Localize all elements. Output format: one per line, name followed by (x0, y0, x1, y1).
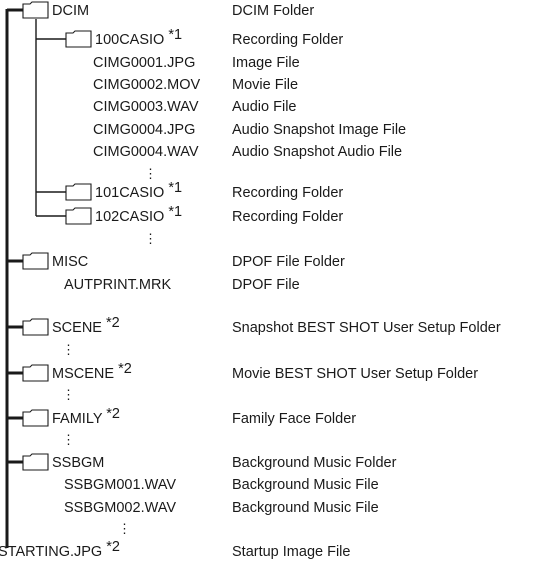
entry-description: Background Music Folder (232, 455, 397, 471)
entry-description: Movie BEST SHOT User Setup Folder (232, 366, 478, 382)
entry-name: MISC (52, 254, 88, 270)
continuation-dots-icon: ⋮ (144, 231, 157, 246)
folder-icon (22, 453, 49, 471)
entry-description: Audio Snapshot Image File (232, 122, 406, 138)
folder-icon (22, 252, 49, 270)
folder-icon (65, 183, 92, 201)
folder-icon (22, 1, 49, 19)
entry-description: Background Music File (232, 477, 379, 493)
entry-description: Audio Snapshot Audio File (232, 144, 402, 160)
entry-description: Audio File (232, 99, 296, 115)
continuation-dots-icon: ⋮ (62, 387, 75, 402)
entry-names: DCIM 100CASIO *1 CIMG0001.JPG CIMG0002.M… (0, 3, 200, 560)
entry-description: Snapshot BEST SHOT User Setup Folder (232, 320, 501, 336)
folder-icons (22, 1, 92, 471)
continuation-dots: ⋮ ⋮ ⋮ ⋮ ⋮ ⋮ (62, 166, 157, 536)
continuation-dots-icon: ⋮ (118, 521, 131, 536)
continuation-dots-icon: ⋮ (62, 432, 75, 447)
folder-icon (22, 409, 49, 427)
entry-name: 102CASIO *1 (95, 204, 182, 225)
folder-icon (65, 30, 92, 48)
entry-description: Background Music File (232, 500, 379, 516)
entry-name: MSCENE *2 (52, 361, 132, 382)
tree-connectors (5, 8, 66, 548)
entry-description: DPOF File (232, 277, 300, 293)
entry-name: CIMG0004.JPG (93, 122, 195, 138)
entry-name: 100CASIO *1 (95, 27, 182, 48)
entry-name: CIMG0004.WAV (93, 144, 199, 160)
folder-icon (22, 364, 49, 382)
folder-icon (65, 207, 92, 225)
entry-description: Family Face Folder (232, 411, 356, 427)
entry-name: CIMG0002.MOV (93, 77, 200, 93)
entry-description: Image File (232, 55, 300, 71)
entry-name: 101CASIO *1 (95, 180, 182, 201)
entry-name: AUTPRINT.MRK (64, 277, 171, 293)
entry-description: DPOF File Folder (232, 254, 345, 270)
entry-description: Recording Folder (232, 209, 343, 225)
entry-descriptions: DCIM Folder Recording Folder Image File … (232, 3, 501, 560)
entry-description: Movie File (232, 77, 298, 93)
entry-name: SCENE *2 (52, 315, 120, 336)
entry-name: CIMG0001.JPG (93, 55, 195, 71)
entry-name: CIMG0003.WAV (93, 99, 199, 115)
entry-name: SSBGM (52, 455, 104, 471)
entry-name: STARTING.JPG *2 (0, 539, 120, 560)
entry-name: DCIM (52, 3, 89, 19)
continuation-dots-icon: ⋮ (144, 166, 157, 181)
entry-description: Startup Image File (232, 544, 350, 560)
entry-description: Recording Folder (232, 185, 343, 201)
entry-description: DCIM Folder (232, 3, 314, 19)
folder-icon (22, 318, 49, 336)
entry-name: SSBGM001.WAV (64, 477, 176, 493)
entry-name: SSBGM002.WAV (64, 500, 176, 516)
entry-description: Recording Folder (232, 32, 343, 48)
entry-name: FAMILY *2 (52, 406, 120, 427)
continuation-dots-icon: ⋮ (62, 342, 75, 357)
